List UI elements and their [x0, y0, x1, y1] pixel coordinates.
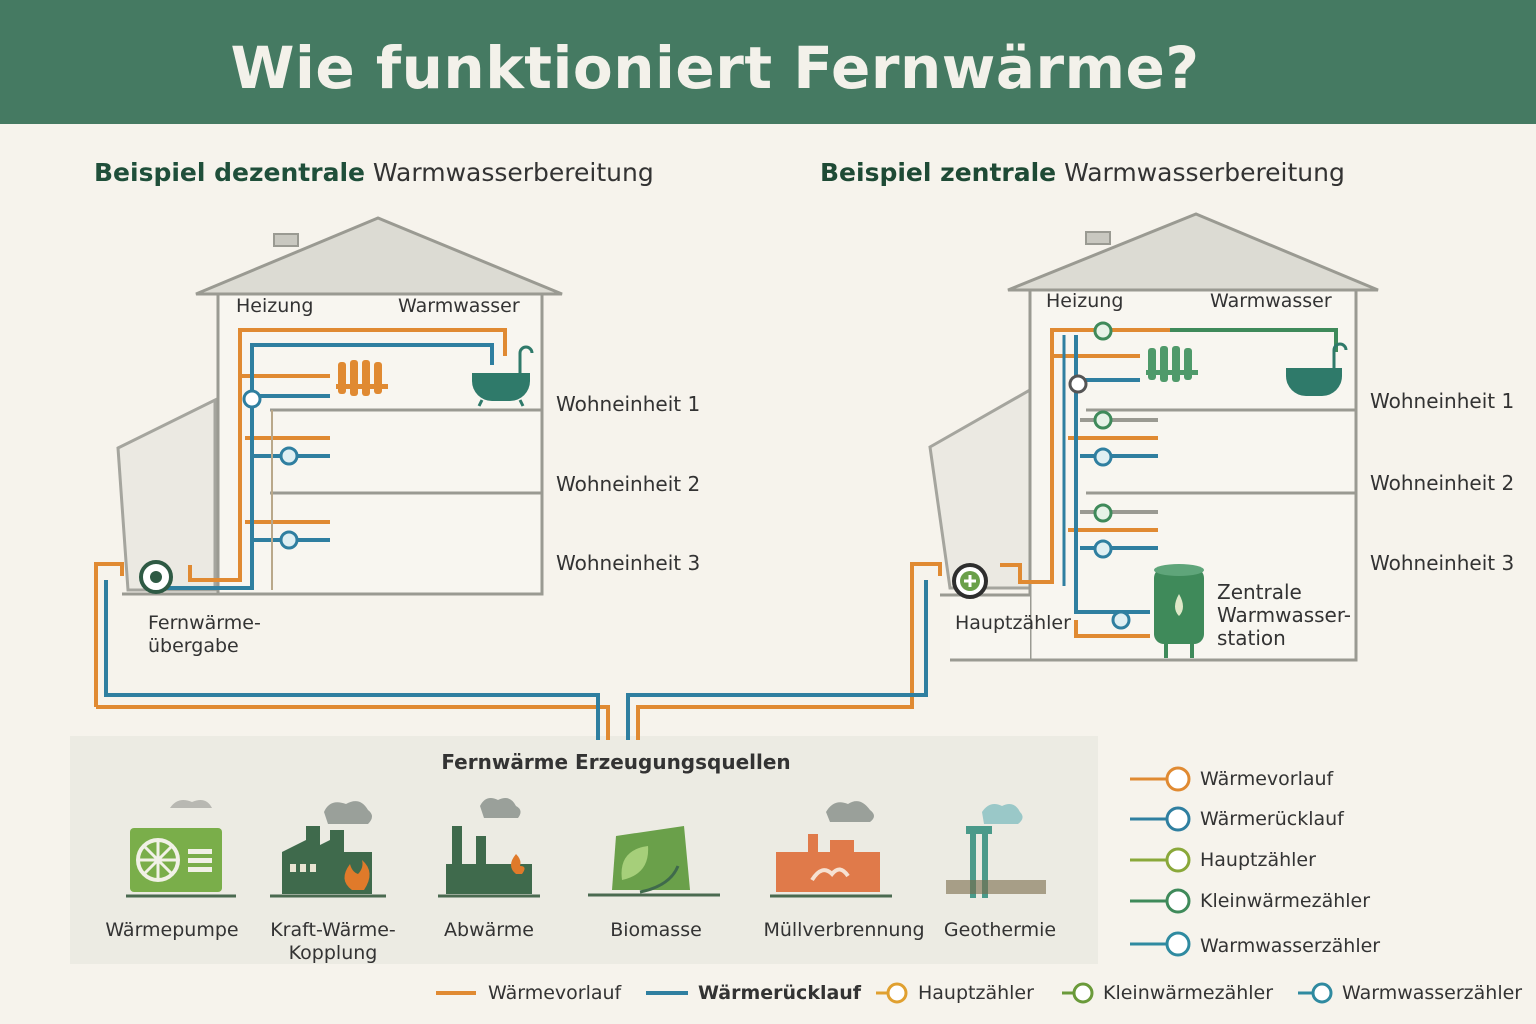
right-unit-2-label: Wohneinheit 2 — [1370, 471, 1515, 495]
radiator-icon — [336, 360, 388, 396]
right-warmwater-label: Warmwasser — [1210, 290, 1332, 312]
source-label-incineration: Müllverbrennung — [763, 919, 925, 941]
main-meter-label: Hauptzähler — [955, 612, 1071, 634]
geothermal-icon — [946, 804, 1046, 898]
header-banner — [0, 0, 1536, 124]
source-label-chp: Kraft-Wärme- Kopplung — [270, 919, 396, 964]
legend-main-meter-label: Hauptzähler — [1200, 849, 1316, 871]
generation-title: Fernwärme Erzeugungsquellen — [441, 750, 791, 774]
left-unit-3-label: Wohneinheit 3 — [556, 551, 701, 575]
legend-small-meter-swatch — [1130, 888, 1191, 914]
bathtub-icon — [472, 345, 534, 407]
legend-bottom-return: Wärmerücklauf — [698, 982, 862, 1004]
central-station-label: Zentrale Warmwasser- station — [1217, 580, 1352, 650]
biomass-icon — [588, 826, 720, 897]
left-heating-label: Heizung — [236, 295, 314, 317]
right-section-title: Beispiel zentrale Warmwasserbereitung — [820, 158, 1345, 187]
storage-tank-icon — [1154, 564, 1204, 658]
left-warmwater-label: Warmwasser — [398, 295, 520, 317]
main-meter-icon — [952, 563, 988, 599]
right-unit-3-label: Wohneinheit 3 — [1370, 551, 1515, 575]
legend-main-meter-swatch — [1130, 847, 1191, 873]
left-unit-2-label: Wohneinheit 2 — [556, 472, 701, 496]
left-pipes — [94, 328, 610, 740]
legend-supply-label: Wärmevorlauf — [1200, 768, 1334, 790]
transfer-station-label: Fernwärme- übergabe — [148, 612, 261, 657]
chp-plant-icon — [270, 801, 386, 898]
bathtub-icon — [1286, 342, 1348, 396]
warmwater-meter-icon — [242, 389, 299, 550]
left-section-title: Beispiel dezentrale Warmwasserbereitung — [94, 158, 654, 187]
legend-supply-swatch — [1130, 766, 1191, 792]
legend-return-swatch — [1130, 806, 1191, 832]
generation-panel — [70, 736, 1098, 964]
source-label-geothermal: Geothermie — [943, 919, 1057, 941]
right-heating-label: Heizung — [1046, 290, 1124, 312]
radiator-icon — [1146, 346, 1198, 382]
transfer-station-icon — [139, 560, 173, 594]
legend-water-meter-label: Warmwasserzähler — [1200, 935, 1381, 957]
source-label-biomass: Biomasse — [610, 919, 702, 941]
legend-bottom-small-meter: Kleinwärmezähler — [1103, 982, 1274, 1004]
heat-meter-icon — [1068, 321, 1131, 630]
legend-return-label: Wärmerücklauf — [1200, 808, 1344, 830]
heat-pump-icon — [126, 800, 236, 898]
source-label-waste-heat: Abwärme — [444, 919, 534, 941]
legend-small-meter-label: Kleinwärmezähler — [1200, 890, 1371, 912]
left-unit-1-label: Wohneinheit 1 — [556, 392, 701, 416]
legend-bottom-water-meter-icon — [1298, 982, 1333, 1004]
page-title: Wie funktioniert Fernwärme? — [230, 34, 1200, 102]
legend-water-meter-swatch — [1130, 931, 1191, 957]
legend-bottom-water-meter: Warmwasserzähler — [1342, 982, 1523, 1004]
right-unit-1-label: Wohneinheit 1 — [1370, 389, 1515, 413]
waste-heat-icon — [438, 798, 540, 898]
legend-bottom-supply: Wärmevorlauf — [488, 982, 622, 1004]
right-house — [928, 212, 1379, 662]
legend-bottom-small-meter-icon — [1062, 982, 1094, 1004]
incineration-icon — [770, 801, 892, 898]
legend-bottom-main-meter-icon — [876, 982, 908, 1004]
legend-bottom-main-meter: Hauptzähler — [918, 982, 1034, 1004]
left-house — [116, 216, 563, 596]
source-label-heat-pump: Wärmepumpe — [105, 919, 239, 941]
